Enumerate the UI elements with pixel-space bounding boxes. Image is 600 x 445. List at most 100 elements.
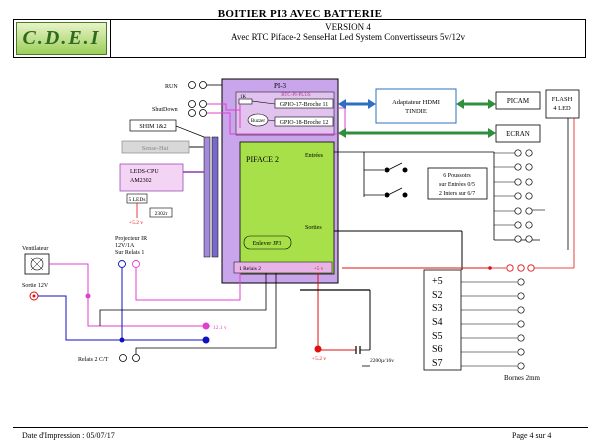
- am2302-box: [149, 207, 173, 218]
- jp3-note: [243, 235, 292, 250]
- picam-label: PICAM: [507, 97, 530, 105]
- output-label-1: S2: [432, 290, 443, 301]
- pink-wire-projecteur: [135, 268, 241, 301]
- resistor-1k: [238, 98, 253, 105]
- poussoirs-box: [427, 167, 488, 200]
- shim-wire: [175, 125, 205, 138]
- outputs-box: [423, 269, 462, 371]
- gpio18-box: [274, 116, 334, 127]
- piface-label: PIFACE 2: [246, 155, 279, 164]
- header-box: C.D.E.I VERSION 4 Avec RTC Piface-2 Sens…: [13, 19, 586, 58]
- switch-1-lever: [387, 162, 403, 171]
- relais-wire: [99, 273, 267, 326]
- am-label: 2302r: [155, 211, 168, 217]
- buzzer-label: Buzzer: [251, 119, 265, 124]
- output-labels: +5 S2 S3 S4 S5 S6 S7: [432, 276, 443, 369]
- relais-strip: [233, 261, 333, 274]
- v52-label-bottom: +5.2 v: [312, 356, 326, 362]
- shutdown-wire-loop: [207, 107, 346, 135]
- projecteur-1: Projecteur IR: [115, 236, 147, 242]
- output-label-6: S7: [432, 358, 443, 369]
- entrees-label: Entrées: [305, 153, 324, 159]
- page-title: BOITIER PI3 AVEC BATTERIE: [217, 8, 383, 20]
- output-label-5: S6: [432, 344, 443, 355]
- buzzer-wire: [267, 119, 276, 122]
- version-label: VERSION 4: [325, 22, 371, 32]
- flash-box: [545, 89, 580, 119]
- leds5-label: 5 LEDs: [129, 197, 146, 203]
- rtc-wire: [251, 100, 276, 105]
- input-terminals: [494, 149, 545, 243]
- shim-label: SHIM 1&2: [139, 124, 166, 130]
- projecteur-jack-a: [118, 260, 126, 268]
- relais-label: 1 Relais 2: [239, 266, 261, 272]
- output-label-0: +5: [432, 276, 443, 287]
- picam-arrow-left: [456, 99, 464, 109]
- leds-label-2: AM2302: [130, 178, 152, 184]
- projecteur-jack-b: [132, 260, 140, 268]
- output-terminals: [461, 264, 535, 370]
- hdmi-arrow-right: [368, 99, 376, 109]
- gpio18-label: GPIO-18-Broche 12: [280, 120, 329, 126]
- projecteur-2: 12V/1A: [115, 243, 135, 249]
- leds-cpu-box: [119, 163, 184, 192]
- ecran-arrow-left: [338, 128, 346, 138]
- flash-label-1: FLASH: [552, 96, 573, 103]
- hdmi-arrow-left: [338, 99, 346, 109]
- gpio17-box: [274, 98, 334, 109]
- piface-board: [239, 141, 335, 275]
- blue-wire-main: [38, 295, 205, 341]
- shutdown-label: ShutDown: [152, 107, 178, 113]
- resistor-label: 1K: [240, 95, 247, 100]
- sorties-label: Sorties: [305, 225, 322, 231]
- leds-label-1: LEDS-CPU: [130, 169, 159, 175]
- plus5v-label: +5 v: [314, 267, 324, 272]
- picam-box: [495, 91, 541, 110]
- logo-text: C.D.E.I: [22, 27, 101, 49]
- switch-1-b: [402, 167, 408, 173]
- header-divider: [110, 20, 111, 57]
- ventilateur-fan-icon: [30, 257, 44, 271]
- poussoirs-2: sur Entrées 0/5: [439, 182, 475, 188]
- gpio17-label: GPIO-17-Broche 11: [280, 102, 329, 108]
- shutdown-button-d: [199, 109, 207, 117]
- run-button-pin: [199, 81, 207, 89]
- rtc-label: RTC-PI-PLUS: [281, 93, 311, 98]
- pink-wire-fan: [49, 263, 210, 327]
- v121-node: [202, 322, 210, 330]
- output-label-2: S3: [432, 303, 443, 314]
- shim-ribbon-1: [203, 136, 211, 258]
- output-label-3: S4: [432, 317, 443, 328]
- output-label-4: S5: [432, 331, 443, 342]
- cap-label: 2200µ/16v: [370, 358, 394, 364]
- hdmi-label-1: Adaptateur HDMI: [392, 99, 440, 106]
- switch-2-b: [402, 192, 408, 198]
- shutdown-button-c: [188, 109, 196, 117]
- pink-node: [85, 293, 91, 299]
- flash-label-2: 4 LED: [553, 105, 571, 112]
- relais2-jack-a: [119, 354, 127, 362]
- ecran-box: [495, 124, 541, 143]
- blue-terminal-node: [202, 336, 210, 344]
- relais2-label: Relais 2 C/T: [78, 357, 109, 363]
- projecteur-3: Sur Relais 1: [115, 250, 144, 256]
- footer-divider: [13, 427, 588, 428]
- print-date: Date d'Impression : 05/07/17: [22, 431, 115, 440]
- run-button: [188, 81, 196, 89]
- switch-1-a: [384, 167, 390, 173]
- v121-label: 12.1 v: [213, 325, 227, 331]
- picam-arrow-right: [488, 99, 496, 109]
- shutdown-button-b: [199, 100, 207, 108]
- poussoirs-3: 2 Inters sur 6/7: [439, 191, 475, 197]
- switch-2-lever: [387, 187, 403, 196]
- hdmi-label-2: TINDIE: [405, 108, 427, 115]
- ecran-label: ECRAN: [506, 130, 530, 138]
- sortie12-pin: [32, 294, 36, 298]
- v52-bottom-node: [314, 345, 322, 353]
- relais2-wire: [135, 273, 277, 354]
- page-number: Page 4 sur 4: [512, 431, 552, 440]
- shim-box: [129, 119, 177, 132]
- v52-bottom-wire: [317, 302, 356, 351]
